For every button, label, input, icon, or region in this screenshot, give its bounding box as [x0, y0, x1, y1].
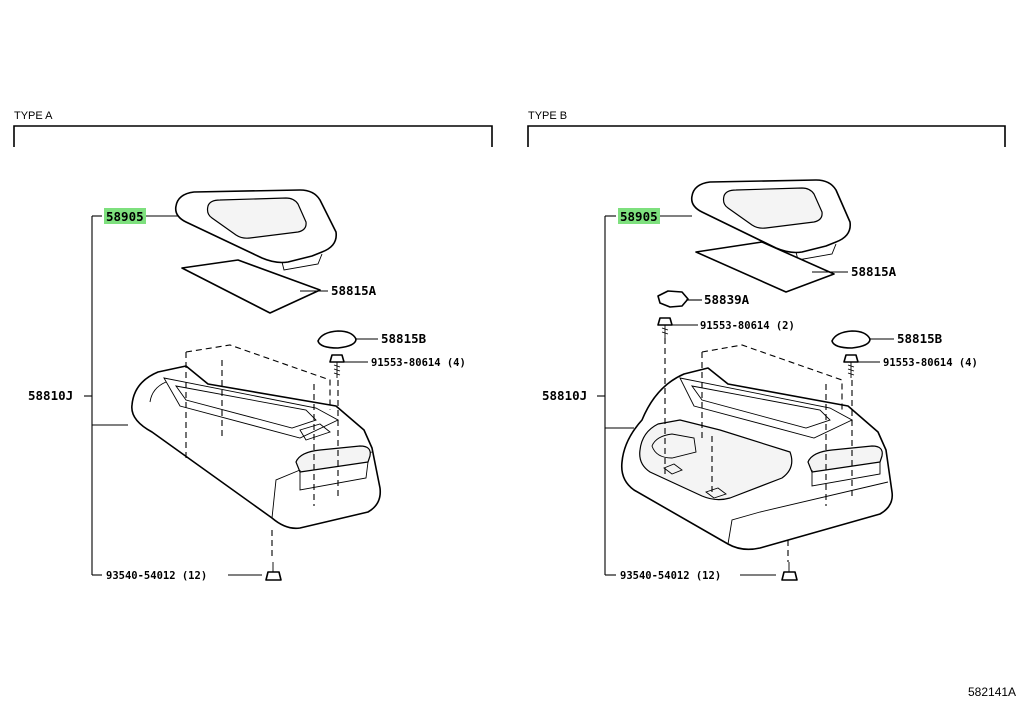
type-b-label: TYPE B	[528, 110, 567, 122]
part-armrest-cover-b[interactable]	[690, 179, 852, 261]
label-91553-4-b[interactable]: 91553-80614 (4)	[883, 357, 978, 369]
part-mat-b[interactable]	[695, 241, 835, 293]
part-clip-screw-b[interactable]	[657, 317, 673, 338]
label-58815a-a[interactable]: 58815A	[331, 283, 377, 298]
part-cap-a[interactable]	[317, 330, 357, 349]
type-a-assembly-dashes	[185, 344, 339, 560]
label-58815b-b[interactable]: 58815B	[897, 331, 943, 346]
label-93540-b[interactable]: 93540-54012 (12)	[620, 570, 721, 582]
type-a-tree-lines	[84, 215, 128, 576]
part-mat-a[interactable]	[181, 259, 321, 314]
label-highlight-a	[104, 208, 146, 224]
type-a-bracket	[13, 125, 493, 147]
part-bolt-a[interactable]	[265, 562, 282, 581]
label-93540-a[interactable]: 93540-54012 (12)	[106, 570, 207, 582]
label-58810j-b[interactable]: 58810J	[542, 388, 587, 403]
type-b-assembly-dashes	[664, 338, 853, 562]
part-console-body-b[interactable]	[620, 367, 894, 551]
type-a-label: TYPE A	[14, 110, 53, 122]
part-armrest-cover-a[interactable]	[174, 189, 338, 271]
panel-type-a: TYPE A 58905 58815A 58815B	[13, 110, 493, 582]
type-b-bracket	[527, 125, 1006, 147]
label-58810j-a[interactable]: 58810J	[28, 388, 73, 403]
label-91553-4-a[interactable]: 91553-80614 (4)	[371, 357, 466, 369]
part-console-body-a[interactable]	[131, 365, 382, 530]
panel-type-b: TYPE B 58905 58815A 58839A	[527, 110, 1006, 582]
label-58905-b[interactable]: 58905	[620, 209, 658, 224]
label-58815b-a[interactable]: 58815B	[381, 331, 427, 346]
label-58815a-b[interactable]: 58815A	[851, 264, 897, 279]
part-screw-a[interactable]	[329, 354, 345, 378]
label-91553-2-b[interactable]: 91553-80614 (2)	[700, 320, 795, 332]
label-58905-a[interactable]: 58905	[106, 209, 144, 224]
part-clip-b[interactable]	[657, 290, 689, 308]
label-highlight-b	[618, 208, 660, 224]
part-cap-b[interactable]	[831, 330, 871, 349]
type-b-tree-lines	[597, 215, 634, 576]
label-58839a-b[interactable]: 58839A	[704, 292, 750, 307]
part-bolt-b[interactable]	[781, 562, 798, 581]
part-screw-b[interactable]	[843, 354, 859, 378]
figure-id: 582141A	[968, 685, 1016, 699]
